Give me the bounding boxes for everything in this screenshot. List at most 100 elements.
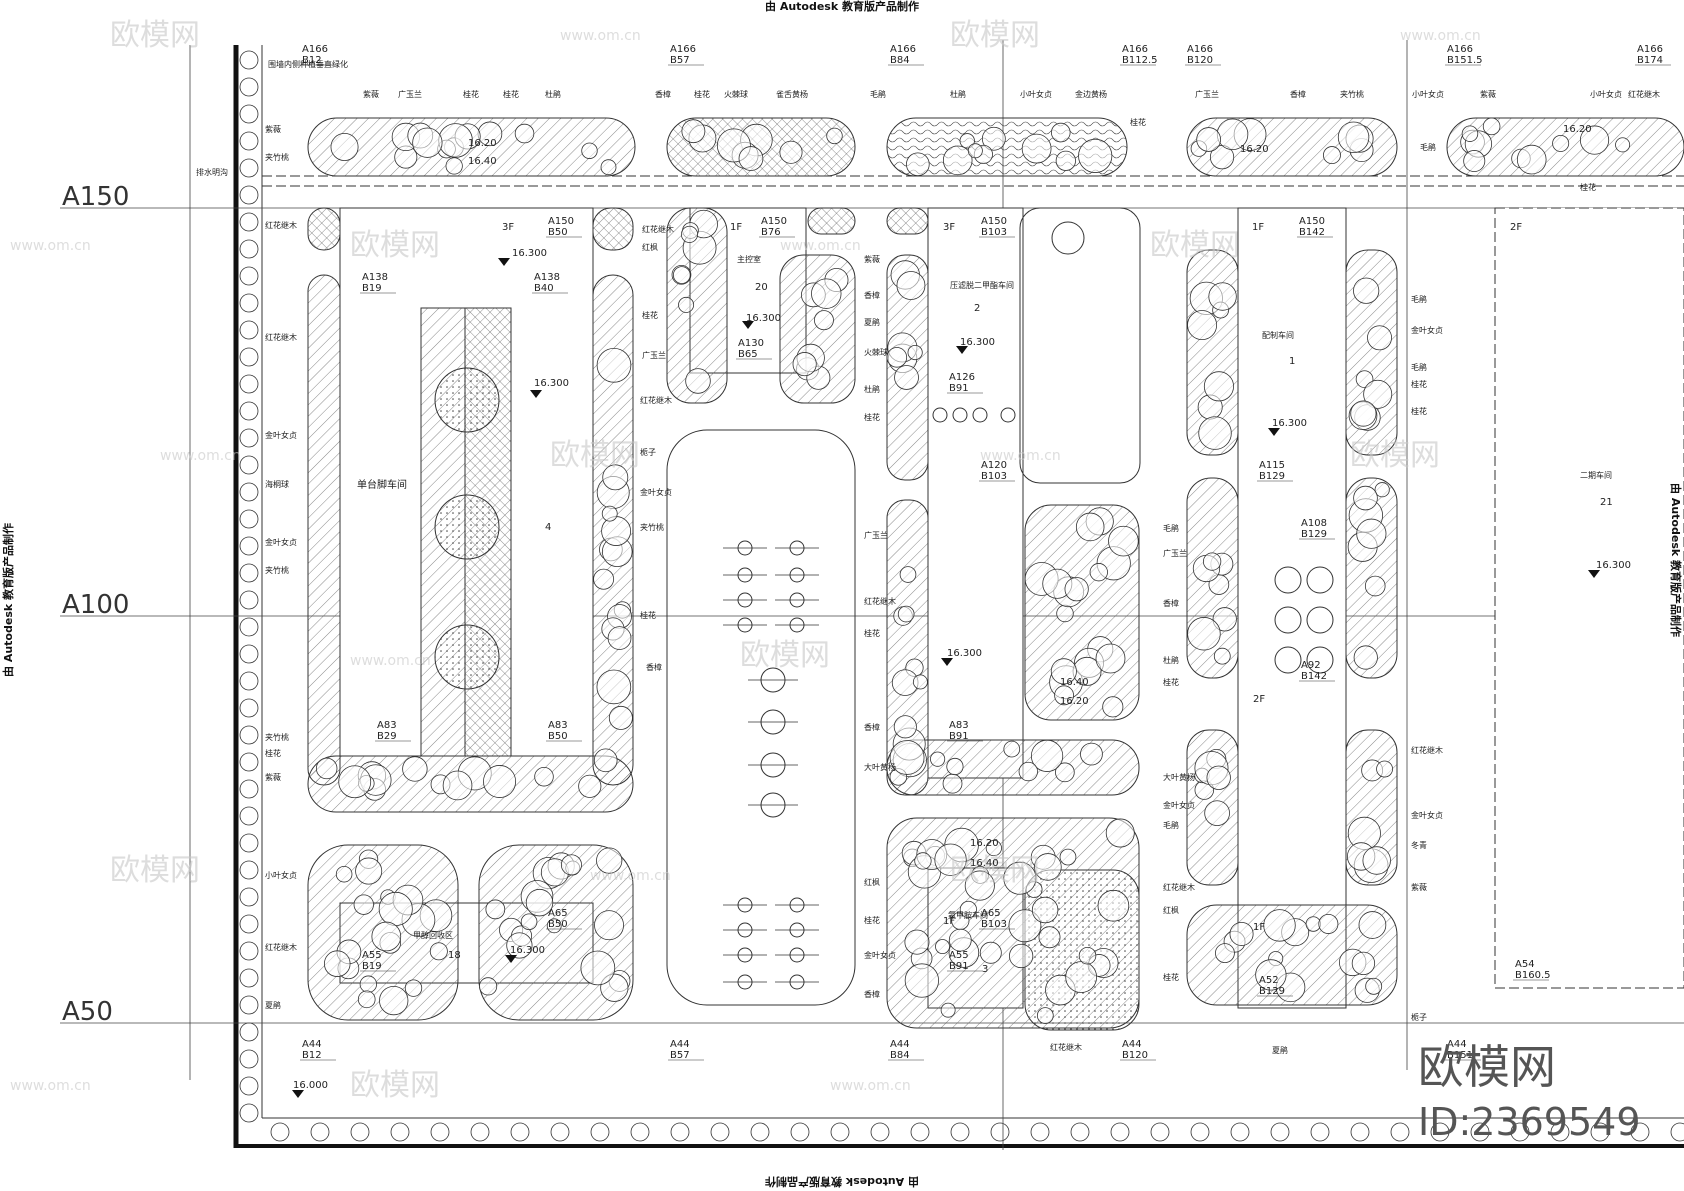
tree-symbol [596, 847, 623, 874]
coord-label: B91 [949, 383, 969, 394]
coord-label: B76 [761, 227, 781, 238]
coord-label: B50 [548, 919, 568, 930]
coord-label: A166 [302, 44, 328, 55]
column-marker [1306, 606, 1334, 634]
tree-symbol [239, 590, 259, 610]
plant-label: 夏鹃 [265, 1000, 281, 1010]
coord-label: B103 [981, 227, 1007, 238]
tree-symbol [1230, 1122, 1250, 1142]
boundary-trees [239, 50, 1684, 1142]
plant-label: 红花继木 [1050, 1042, 1082, 1052]
tree-symbol [1376, 760, 1393, 778]
plant-label: 桂花 [694, 89, 710, 99]
plant-label: 火棘球 [864, 347, 888, 357]
tree-symbol [1008, 909, 1042, 943]
building-no: 1 [1289, 356, 1295, 367]
tree-symbol [608, 705, 633, 730]
tree-symbol [1065, 961, 1098, 993]
plant-label: 金叶女贞 [1411, 810, 1443, 820]
logo-text: 欧模网 [1418, 1040, 1556, 1094]
column-marker [932, 407, 948, 423]
plant-label: 广玉兰 [864, 530, 888, 540]
coord-label: A83 [949, 720, 969, 731]
tree-symbol [525, 888, 554, 917]
wm-url: www.om.cn [590, 868, 671, 884]
building-21 [1494, 207, 1684, 989]
tree-symbol [1353, 485, 1378, 511]
tree-symbol [893, 715, 917, 739]
tree-symbol [1337, 121, 1370, 154]
coord-label: B103 [981, 471, 1007, 482]
tree-symbol [914, 852, 932, 870]
tree-symbol [930, 751, 946, 767]
tree-symbol [1213, 647, 1231, 665]
tree-symbol [239, 455, 259, 475]
tree-symbol [239, 1022, 259, 1042]
building-elev: 16.300 [534, 378, 569, 389]
tree-symbol [946, 757, 964, 776]
coord-label: A108 [1301, 518, 1327, 529]
plant-label: 小叶女贞 [1020, 89, 1052, 99]
building-name: 氨甲胺车间 [948, 910, 988, 920]
plant-label: 桂花 [642, 310, 658, 320]
tree-symbol [1003, 740, 1021, 758]
coord-label: A44 [1447, 1039, 1467, 1050]
tree-symbol [1215, 943, 1235, 964]
top-strip-trees [330, 117, 1631, 177]
id-text: ID:2369549 [1418, 1100, 1641, 1144]
tree-symbol [942, 773, 963, 794]
tree-symbol [738, 146, 764, 171]
tree-symbol [1018, 761, 1038, 782]
tree-symbol [1070, 1122, 1090, 1142]
wm-brand: 欧模网 [950, 853, 1040, 888]
tree-symbol [239, 239, 259, 259]
tree-symbol [1353, 277, 1380, 304]
tree-symbol [1323, 146, 1341, 165]
spot-elevation: 16.40 [468, 156, 497, 167]
tree-symbol [239, 968, 259, 988]
tree-symbol [1550, 1122, 1570, 1142]
tree-symbol [355, 857, 383, 885]
coord-label: B50 [548, 227, 568, 238]
tree-symbol [1579, 125, 1610, 155]
tree-symbol [1056, 604, 1074, 623]
tree-symbol [239, 131, 259, 151]
header-bottom-text: 由 Autodesk 教育版产品制作 [765, 1175, 919, 1189]
plant-label: 香樟 [646, 662, 662, 672]
tree-symbol [1003, 861, 1037, 895]
spot-elevation: 16.20 [1563, 124, 1592, 135]
tree-symbol [483, 765, 517, 798]
tree-symbol [1050, 658, 1077, 685]
building-elev: 16.300 [947, 648, 982, 659]
wm-brand: 欧模网 [110, 853, 200, 888]
coord-label: A166 [1447, 44, 1473, 55]
wall-note: 围墙内侧种植垂直绿化 [268, 59, 348, 69]
coord-label: B19 [362, 961, 382, 972]
column-marker [1274, 606, 1302, 634]
coord-label: A55 [949, 950, 969, 961]
coord-label: B91 [949, 961, 969, 972]
tree-symbol [1390, 1122, 1410, 1142]
tree-symbol [359, 975, 377, 993]
tree-symbol [239, 536, 259, 556]
tree-symbol [593, 748, 618, 773]
tree-symbol [1358, 911, 1387, 939]
tree-symbol [672, 266, 691, 284]
plant-label: 红花继木 [265, 942, 297, 952]
plant-label: 紫薇 [265, 772, 281, 782]
tree-symbol [402, 756, 428, 782]
tree-symbol [581, 142, 598, 159]
tree-symbol [1350, 1122, 1370, 1142]
wm-brand: 欧模网 [350, 228, 440, 263]
tree-symbol [1463, 150, 1486, 173]
column-marker [972, 407, 988, 423]
plant-label: 金叶女贞 [1163, 800, 1195, 810]
axis-label-a50: A50 [62, 997, 113, 1027]
tree-symbol [670, 1122, 690, 1142]
tree-symbol [942, 145, 973, 176]
tree-symbol [964, 870, 995, 901]
plant-label: 夹竹桃 [265, 152, 289, 162]
tree-symbol [985, 839, 1002, 857]
tree-symbol [560, 854, 582, 876]
tree-symbol [514, 123, 535, 144]
